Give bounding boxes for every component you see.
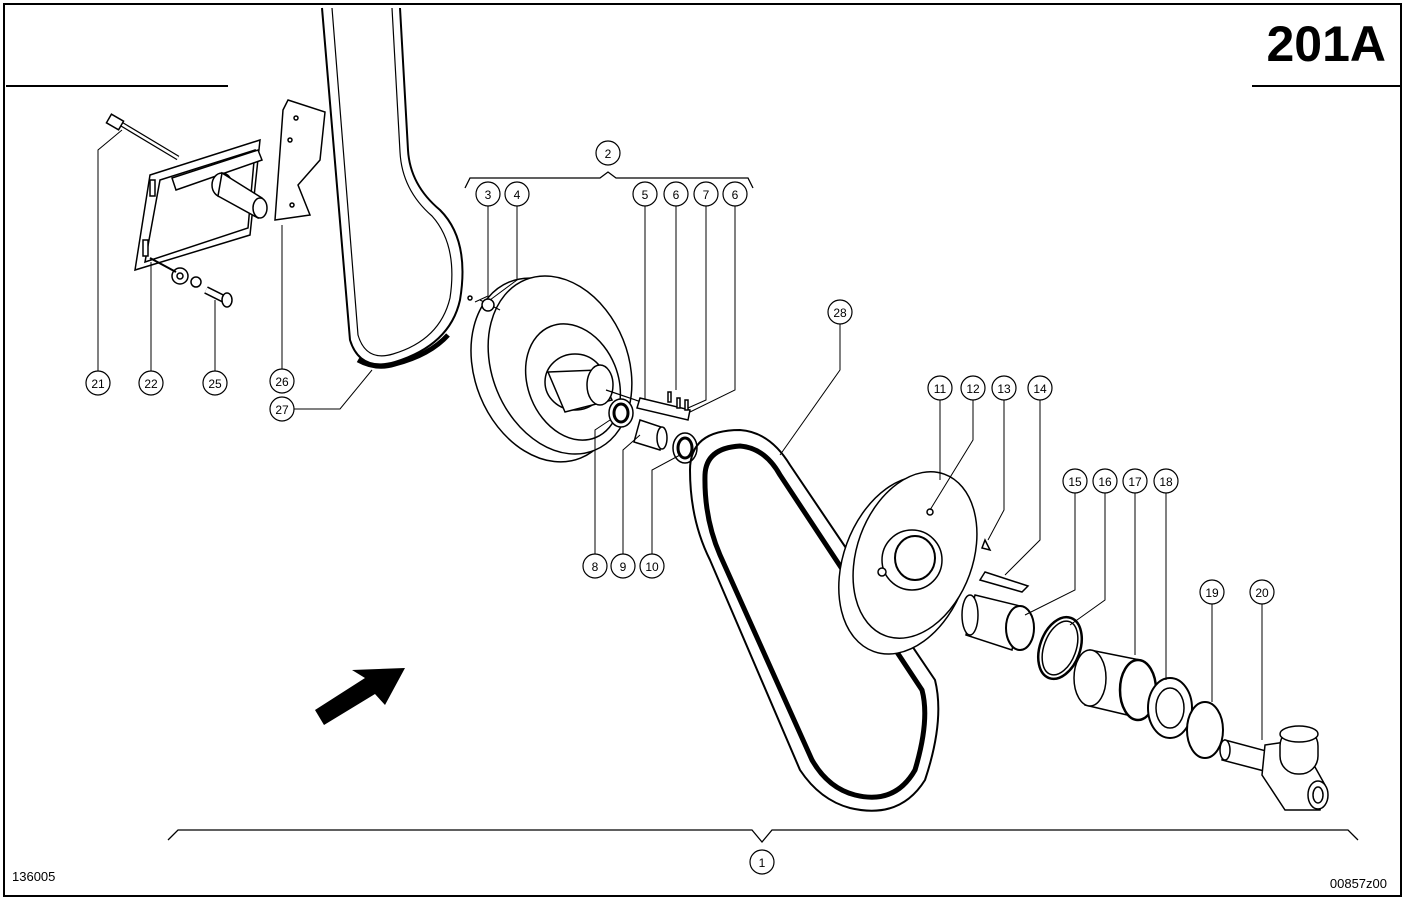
callout-3: 3 bbox=[475, 181, 501, 207]
callout-15: 15 bbox=[1062, 468, 1088, 494]
svg-text:27: 27 bbox=[275, 403, 289, 417]
callout-5: 5 bbox=[632, 181, 658, 207]
svg-text:3: 3 bbox=[485, 188, 492, 202]
callout-14: 14 bbox=[1027, 375, 1053, 401]
svg-text:5: 5 bbox=[642, 188, 649, 202]
callout-16: 16 bbox=[1092, 468, 1118, 494]
reference-number-left: 136005 bbox=[12, 869, 56, 884]
svg-text:10: 10 bbox=[645, 560, 659, 574]
callout-10: 10 bbox=[639, 553, 665, 579]
group-brackets bbox=[167, 171, 1359, 844]
callout-28: 28 bbox=[827, 299, 853, 325]
svg-text:26: 26 bbox=[275, 375, 289, 389]
callout-1: 1 bbox=[749, 849, 775, 875]
bearing-stack bbox=[961, 594, 1224, 759]
page-title: 201A bbox=[1266, 16, 1386, 72]
callout-8: 8 bbox=[582, 553, 608, 579]
callout-12: 12 bbox=[960, 375, 986, 401]
svg-text:9: 9 bbox=[620, 560, 627, 574]
callout-22: 22 bbox=[138, 370, 164, 396]
svg-text:4: 4 bbox=[514, 188, 521, 202]
svg-text:8: 8 bbox=[592, 560, 599, 574]
callout-19: 19 bbox=[1199, 579, 1225, 605]
reference-number-right: 00857z00 bbox=[1329, 876, 1387, 891]
long-drive-belt bbox=[321, 7, 464, 369]
svg-text:6: 6 bbox=[673, 188, 680, 202]
svg-text:12: 12 bbox=[966, 382, 980, 396]
svg-text:19: 19 bbox=[1205, 586, 1219, 600]
callout-13: 13 bbox=[991, 375, 1017, 401]
page-border bbox=[3, 3, 1402, 897]
svg-text:1: 1 bbox=[759, 856, 766, 870]
callout-7: 7 bbox=[693, 181, 719, 207]
svg-text:13: 13 bbox=[997, 382, 1011, 396]
svg-text:28: 28 bbox=[833, 306, 847, 320]
svg-text:6: 6 bbox=[732, 188, 739, 202]
svg-text:11: 11 bbox=[934, 382, 947, 396]
v-belt bbox=[688, 428, 940, 812]
callout-6a: 6 bbox=[663, 181, 689, 207]
callout-4: 4 bbox=[504, 181, 530, 207]
svg-text:21: 21 bbox=[91, 377, 105, 391]
svg-text:16: 16 bbox=[1098, 475, 1112, 489]
svg-text:15: 15 bbox=[1068, 475, 1082, 489]
svg-text:17: 17 bbox=[1128, 475, 1142, 489]
mounting-bracket-assembly bbox=[105, 99, 326, 308]
svg-text:25: 25 bbox=[208, 377, 222, 391]
svg-text:2: 2 bbox=[605, 147, 612, 161]
callout-26: 26 bbox=[269, 368, 295, 394]
callout-25: 25 bbox=[202, 370, 228, 396]
svg-text:22: 22 bbox=[144, 377, 158, 391]
callout-27: 27 bbox=[269, 396, 295, 422]
hub-small-parts bbox=[608, 391, 698, 464]
svg-text:18: 18 bbox=[1159, 475, 1173, 489]
callout-11: 11 bbox=[927, 375, 953, 401]
callouts: 1 2 3 4 5 6 7 6 8 9 10 11 12 13 14 15 16… bbox=[85, 140, 1275, 875]
svg-text:20: 20 bbox=[1255, 586, 1269, 600]
svg-text:7: 7 bbox=[703, 188, 710, 202]
callout-9: 9 bbox=[610, 553, 636, 579]
svg-text:14: 14 bbox=[1033, 382, 1047, 396]
leader-lines bbox=[97, 129, 1263, 740]
drive-shaft-housing bbox=[1219, 725, 1329, 811]
callout-2: 2 bbox=[595, 140, 621, 166]
callout-20: 20 bbox=[1249, 579, 1275, 605]
direction-arrow-icon bbox=[315, 668, 405, 725]
callout-18: 18 bbox=[1153, 468, 1179, 494]
callout-17: 17 bbox=[1122, 468, 1148, 494]
large-pulley-assembly bbox=[467, 275, 666, 463]
callout-6b: 6 bbox=[722, 181, 748, 207]
callout-21: 21 bbox=[85, 370, 111, 396]
variator-pulley-assembly bbox=[838, 471, 1030, 655]
